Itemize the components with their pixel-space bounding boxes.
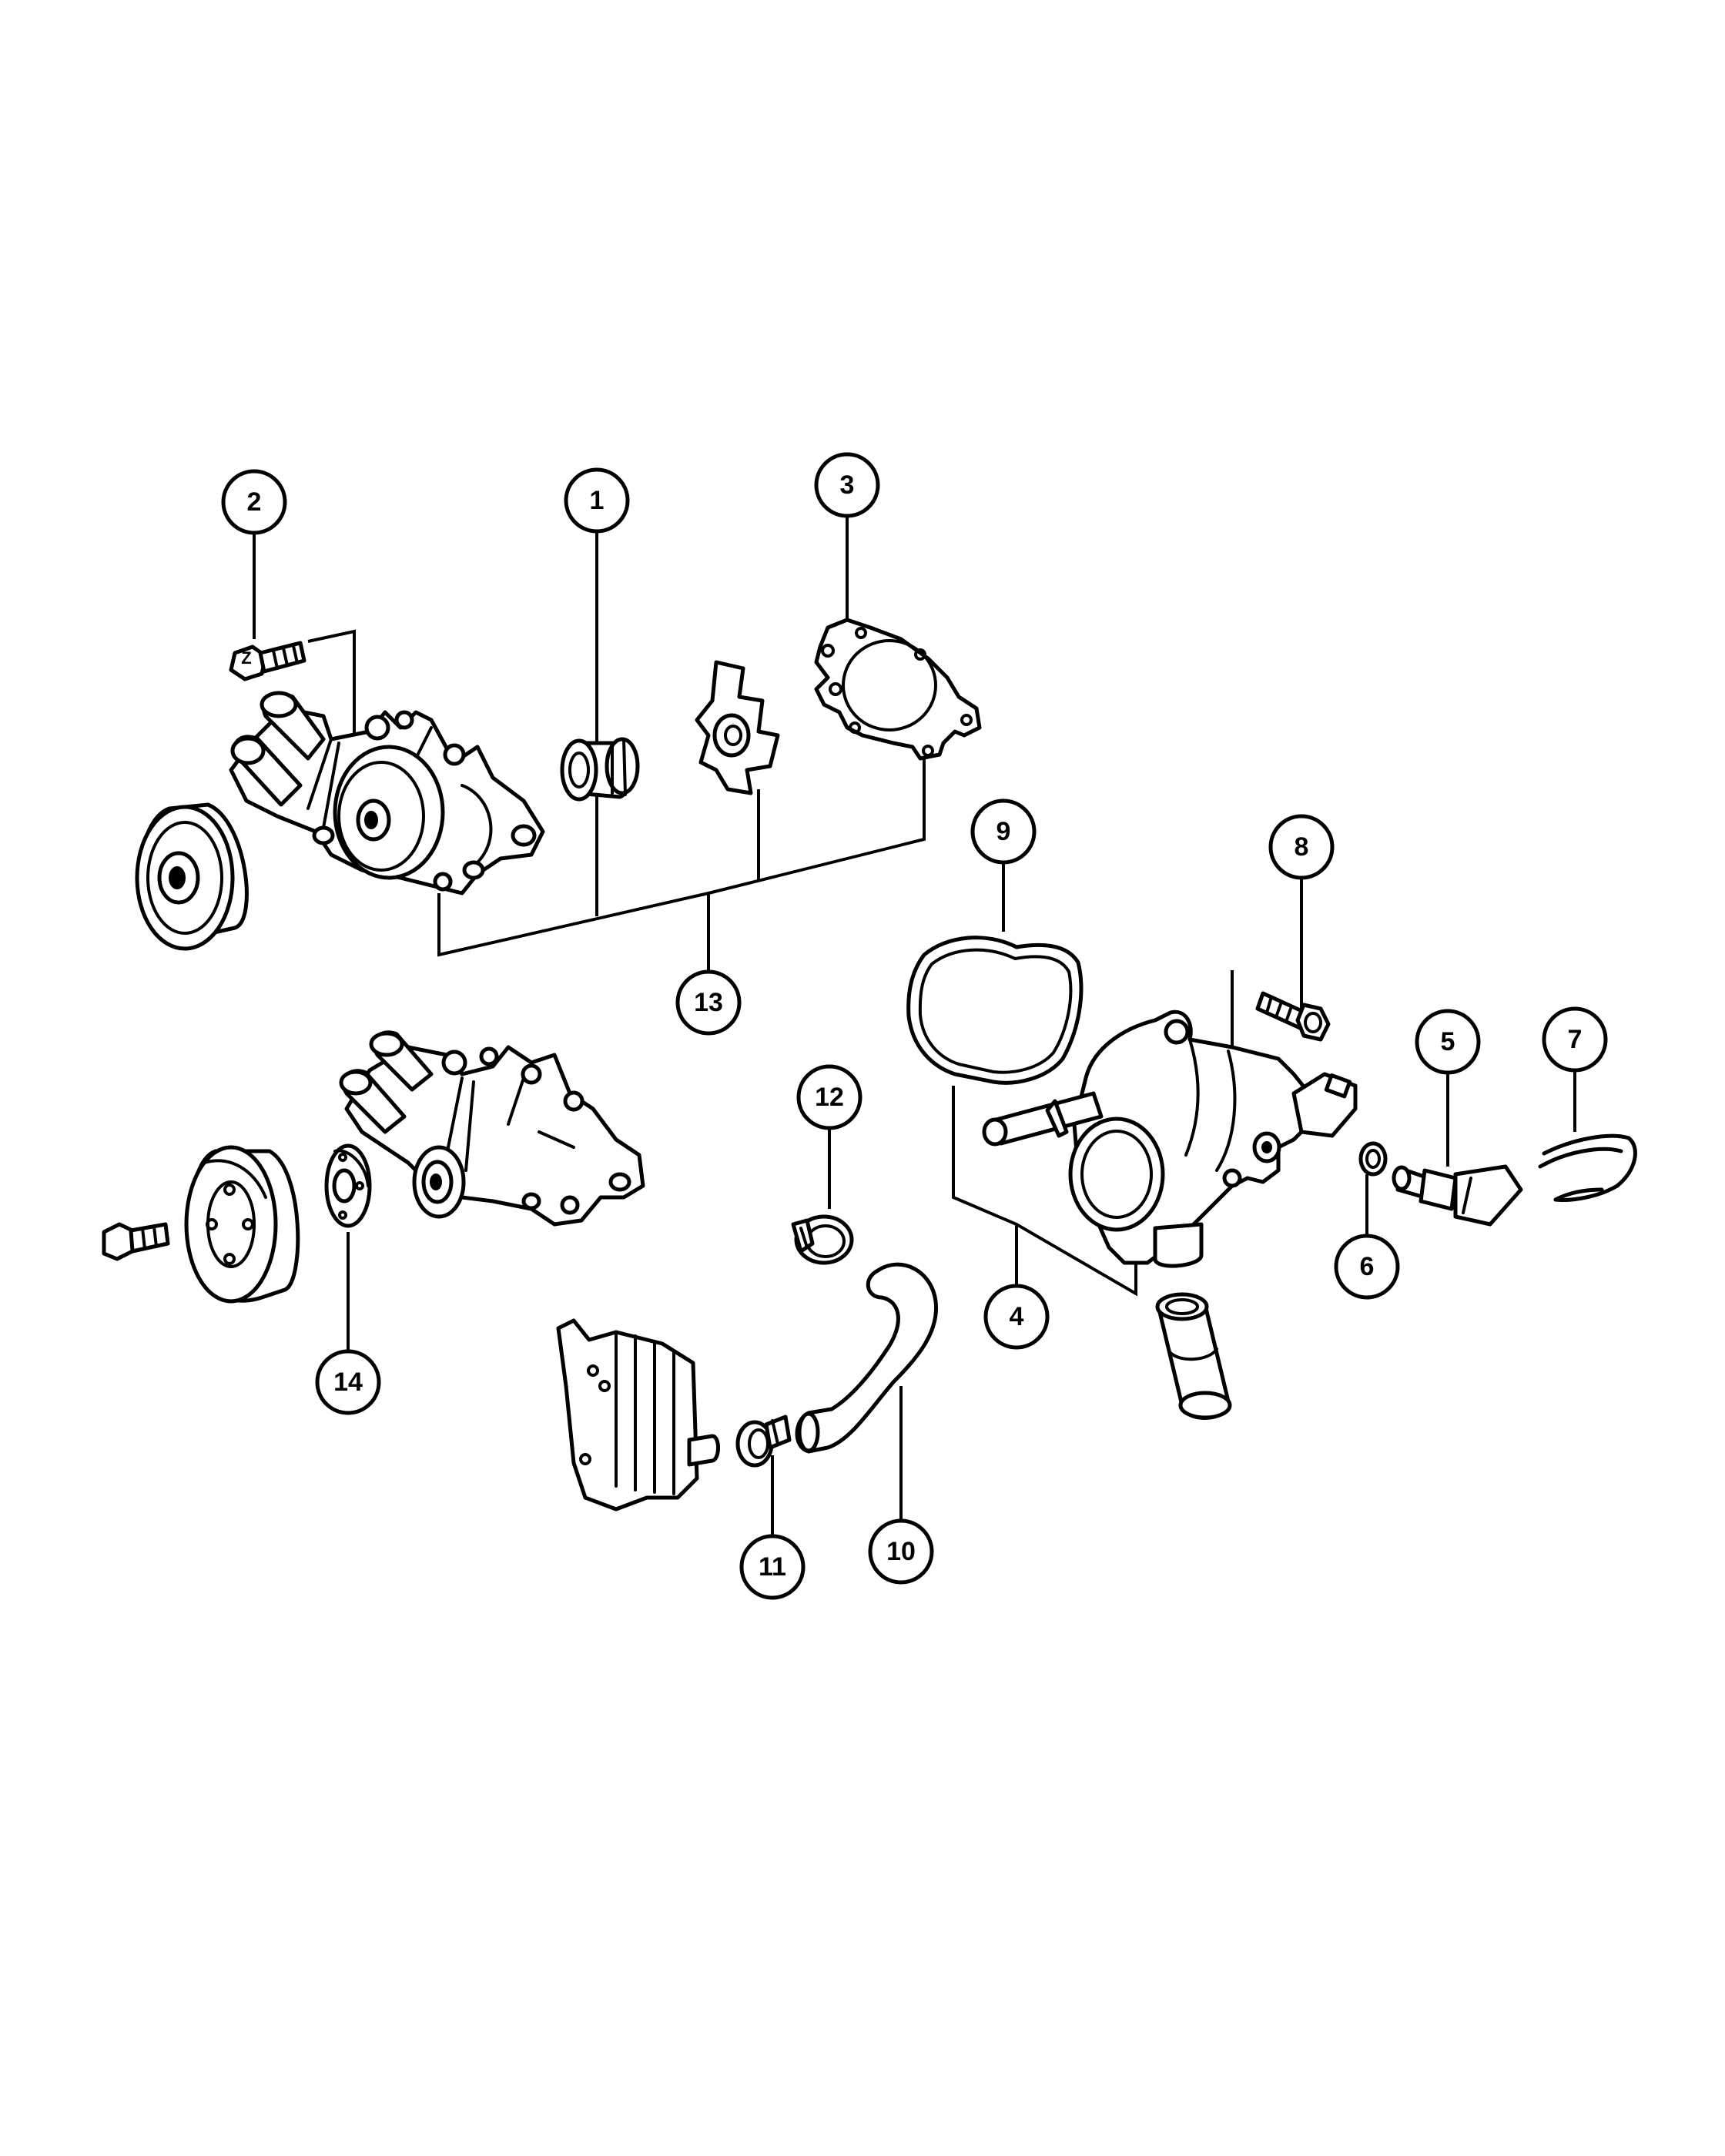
callout-13: 13: [675, 969, 742, 1036]
bolt-upper: Z: [229, 641, 306, 681]
thermostat-bolt: [1255, 991, 1331, 1042]
callout-5: 5: [1415, 1009, 1481, 1075]
callout-8: 8: [1268, 814, 1335, 880]
callout-label: 2: [247, 487, 262, 517]
retaining-clip: [1538, 1133, 1637, 1202]
pulley-lower: [184, 1145, 300, 1304]
thermostat-gasket: [906, 936, 1084, 1085]
callout-label: 4: [1010, 1302, 1024, 1331]
water-pump-upper: [229, 691, 545, 896]
callout-label: 9: [996, 817, 1011, 846]
svg-text:Z: Z: [241, 648, 251, 668]
callout-label: 5: [1441, 1027, 1455, 1056]
callout-label: 7: [1568, 1025, 1583, 1054]
callout-4: 4: [983, 1284, 1050, 1350]
connector-pipe: [1155, 1292, 1232, 1420]
callout-6: 6: [1334, 1234, 1400, 1300]
pump-impeller: [695, 660, 780, 795]
pump-gasket: [814, 618, 982, 761]
callout-label: 6: [1360, 1252, 1375, 1281]
callout-label: 8: [1295, 832, 1309, 862]
pump-seal: [560, 737, 640, 802]
callout-9: 9: [970, 798, 1037, 865]
callout-2: 2: [221, 469, 287, 535]
callout-11: 11: [739, 1534, 806, 1600]
hose-clamp-lower: [735, 1414, 792, 1468]
callout-label: 3: [840, 470, 855, 500]
callout-label: 1: [590, 486, 605, 515]
leader-lines: [253, 516, 1576, 1536]
callout-label: 13: [694, 988, 723, 1017]
temperature-sensor: [1392, 1164, 1523, 1227]
callout-label: 12: [815, 1083, 844, 1112]
callout-12: 12: [796, 1064, 862, 1130]
callout-label: 10: [886, 1537, 916, 1566]
water-pump-lower: [339, 1030, 645, 1227]
bolt-lower: [102, 1222, 170, 1261]
o-ring: [1358, 1141, 1388, 1177]
hub-flange: [324, 1143, 372, 1228]
callout-7: 7: [1542, 1006, 1608, 1073]
callout-1: 1: [564, 467, 630, 534]
callout-10: 10: [868, 1518, 934, 1585]
thermostat-housing: [982, 1009, 1358, 1268]
hose-clamp-upper: [791, 1214, 854, 1265]
callout-14: 14: [315, 1349, 381, 1415]
coolant-hose: [795, 1262, 939, 1454]
callouts: 1 2 3 4 5 6 7 8: [221, 452, 1608, 1600]
callout-label: 11: [759, 1552, 786, 1582]
callout-label: 14: [333, 1368, 363, 1397]
callout-3: 3: [814, 452, 880, 518]
oil-cooler: [556, 1318, 720, 1512]
pulley-upper: [135, 802, 249, 951]
